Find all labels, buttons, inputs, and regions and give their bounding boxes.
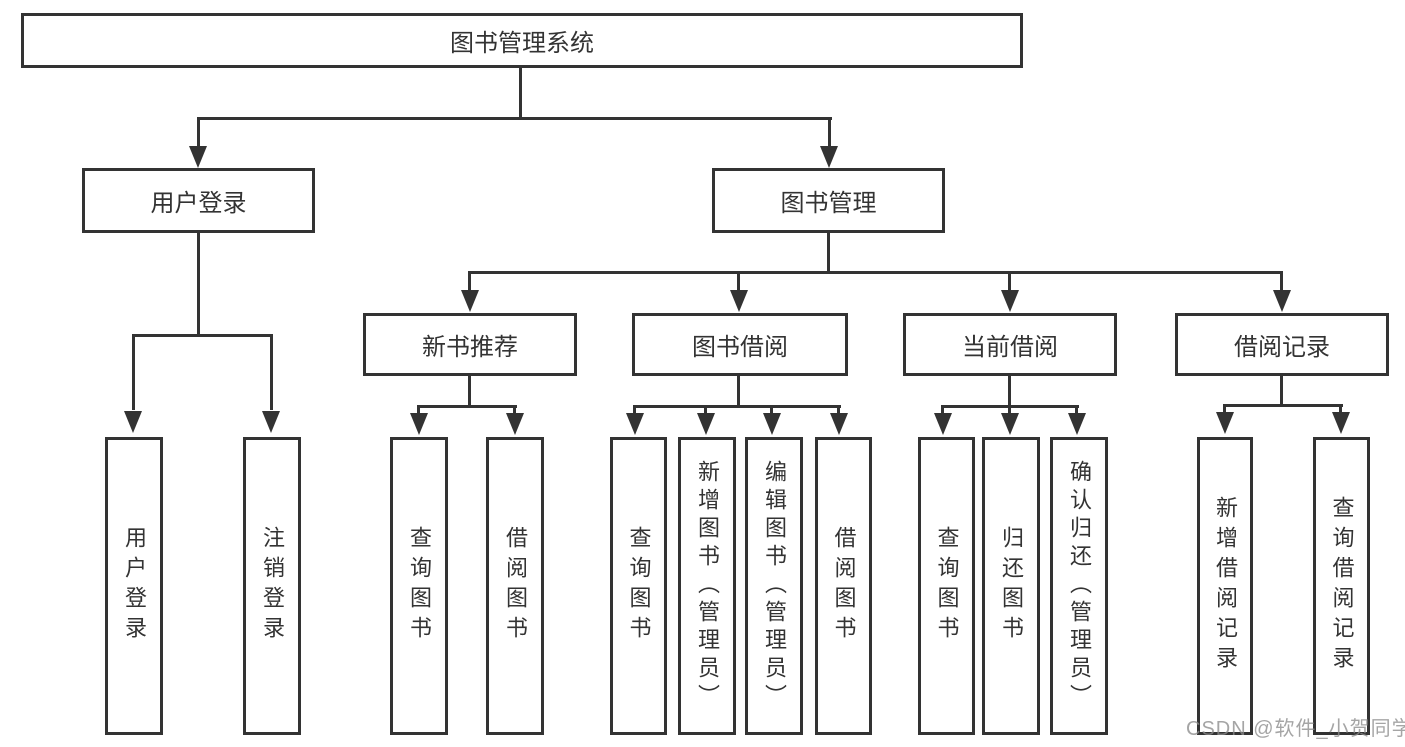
- leaf-return-books-label: 归还图书: [999, 526, 1024, 646]
- connector-book-borrow-stem: [737, 374, 740, 408]
- leaf-borrow-books-2-label: 借阅图书: [831, 526, 857, 646]
- connector-leaf-shaft: [1008, 405, 1011, 415]
- arrowhead-level3: [1273, 290, 1291, 312]
- node-root-label: 图书管理系统: [450, 30, 594, 57]
- node-new-book-recommend-label: 新书推荐: [422, 334, 518, 361]
- arrowhead-leaf: [506, 413, 524, 435]
- connector-borrow-records-branch: [1223, 404, 1343, 407]
- arrowhead-leaf: [626, 413, 644, 435]
- leaf-query-borrow-record-label: 查询借阅记录: [1329, 496, 1355, 676]
- arrowhead-leaf: [410, 413, 428, 435]
- connector-user-login-branch: [132, 334, 273, 337]
- node-borrowing-records-label: 借阅记录: [1234, 334, 1330, 361]
- leaf-logout: 注销登录: [243, 437, 301, 735]
- leaf-user-login: 用户登录: [105, 437, 163, 735]
- node-user-login-label: 用户登录: [150, 190, 247, 217]
- connector-leaf-shaft: [633, 405, 636, 415]
- connector-leaf-shaft: [270, 334, 273, 410]
- csdn-watermark: CSDN @软件_小贺同学: [1186, 718, 1405, 740]
- leaf-query-books-1-label: 查询图书: [407, 526, 432, 646]
- connector-book-mgmt-stem: [827, 233, 830, 274]
- connector-user-login-shaft: [197, 117, 200, 148]
- connector-level3-shaft: [468, 271, 471, 291]
- connector-new-book-stem: [468, 374, 471, 408]
- leaf-return-books: 归还图书: [982, 437, 1040, 735]
- arrowhead-level3: [730, 290, 748, 312]
- connector-user-login-stem: [197, 233, 200, 337]
- arrowhead-leaf: [697, 413, 715, 435]
- connector-level3-shaft: [737, 271, 740, 291]
- leaf-query-books-1: 查询图书: [390, 437, 448, 735]
- leaf-borrow-books-2: 借阅图书: [815, 437, 872, 735]
- leaf-edit-books-admin: 编辑图书（管理员）: [745, 437, 803, 735]
- connector-leaf-shaft: [704, 405, 707, 415]
- leaf-add-borrow-record: 新增借阅记录: [1197, 437, 1253, 735]
- connector-leaf-shaft: [770, 405, 773, 415]
- arrowhead-leaf: [830, 413, 848, 435]
- arrowhead-leaf: [934, 413, 952, 435]
- leaf-query-books-3-label: 查询图书: [934, 526, 960, 646]
- leaf-query-books-2: 查询图书: [610, 437, 667, 735]
- arrowhead-leaf: [1216, 412, 1234, 434]
- leaf-query-books-3: 查询图书: [918, 437, 975, 735]
- arrowhead-user-login: [189, 146, 207, 168]
- node-current-borrowing: 当前借阅: [903, 313, 1117, 376]
- arrowhead-leaf: [1068, 413, 1086, 435]
- node-root: 图书管理系统: [21, 13, 1023, 68]
- arrowhead-leaf: [1332, 412, 1350, 434]
- node-current-borrowing-label: 当前借阅: [962, 334, 1058, 361]
- node-book-borrowing-label: 图书借阅: [692, 334, 788, 361]
- arrowhead-leaf: [1001, 413, 1019, 435]
- arrowhead-level3: [1001, 290, 1019, 312]
- leaf-edit-books-admin-label: 编辑图书（管理员）: [762, 460, 787, 712]
- leaf-add-books-admin-label: 新增图书（管理员）: [695, 460, 720, 712]
- connector-root-branch: [197, 117, 832, 120]
- connector-leaf-shaft: [513, 405, 516, 415]
- connector-book-mgmt-shaft: [828, 117, 831, 148]
- connector-book-borrow-branch: [633, 405, 841, 408]
- connector-root-stem: [519, 66, 522, 119]
- connector-leaf-shaft: [132, 334, 135, 410]
- connector-leaf-shaft: [1075, 405, 1078, 415]
- node-book-borrowing: 图书借阅: [632, 313, 848, 376]
- arrowhead-leaf: [124, 411, 142, 433]
- node-book-management: 图书管理: [712, 168, 945, 233]
- leaf-user-login-label: 用户登录: [122, 526, 147, 646]
- leaf-add-books-admin: 新增图书（管理员）: [678, 437, 736, 735]
- node-book-management-label: 图书管理: [780, 190, 877, 217]
- connector-book-mgmt-branch: [469, 271, 1283, 274]
- leaf-borrow-books-1: 借阅图书: [486, 437, 544, 735]
- connector-level3-shaft: [1280, 271, 1283, 291]
- connector-borrow-records-stem: [1280, 374, 1283, 407]
- leaf-borrow-books-1-label: 借阅图书: [503, 526, 528, 646]
- connector-leaf-shaft: [837, 405, 840, 415]
- arrowhead-leaf: [763, 413, 781, 435]
- connector-level3-shaft: [1008, 271, 1011, 291]
- arrowhead-leaf: [262, 411, 280, 433]
- leaf-query-books-2-label: 查询图书: [626, 526, 652, 646]
- arrowhead-book-mgmt: [820, 146, 838, 168]
- arrowhead-level3: [461, 290, 479, 312]
- connector-new-book-branch: [417, 405, 517, 408]
- leaf-confirm-return-admin: 确认归还（管理员）: [1050, 437, 1108, 735]
- leaf-query-borrow-record: 查询借阅记录: [1313, 437, 1370, 735]
- leaf-logout-label: 注销登录: [260, 526, 285, 646]
- node-user-login: 用户登录: [82, 168, 315, 233]
- connector-leaf-shaft: [417, 405, 420, 415]
- node-borrowing-records: 借阅记录: [1175, 313, 1389, 376]
- leaf-add-borrow-record-label: 新增借阅记录: [1213, 496, 1238, 676]
- connector-leaf-shaft: [941, 405, 944, 415]
- leaf-confirm-return-admin-label: 确认归还（管理员）: [1067, 460, 1092, 712]
- connector-current-borrow-stem: [1008, 374, 1011, 408]
- node-new-book-recommend: 新书推荐: [363, 313, 577, 376]
- connector-leaf-shaft: [1223, 404, 1226, 414]
- connector-leaf-shaft: [1339, 404, 1342, 414]
